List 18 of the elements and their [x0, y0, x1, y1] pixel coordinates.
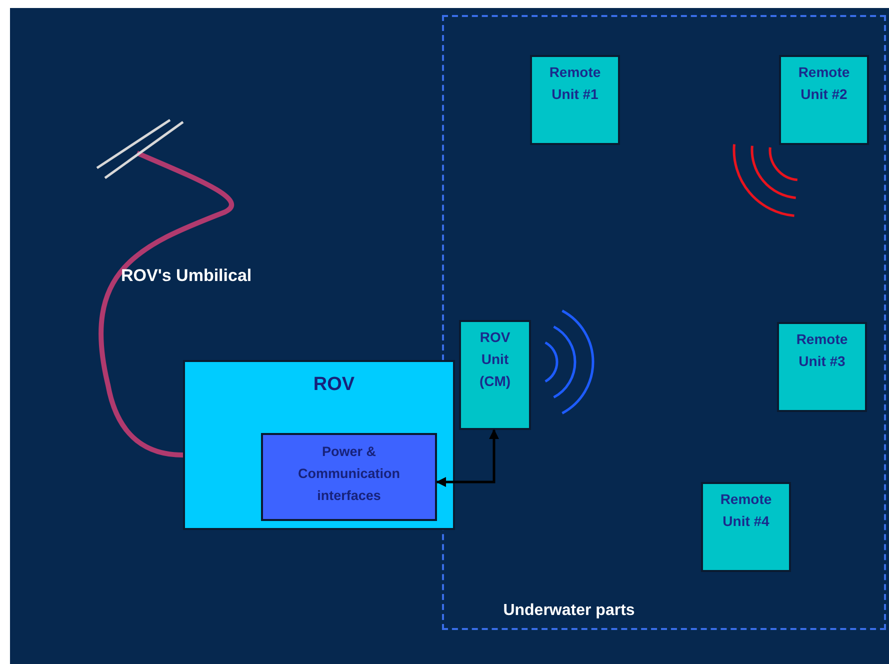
arrow — [436, 429, 499, 487]
box-label: Remote Unit #3 — [795, 330, 849, 371]
region-boundary — [442, 15, 886, 630]
umbilical-cable — [98, 150, 234, 458]
box-label: Remote Unit #2 — [797, 63, 851, 104]
edge-label: ROV's Umbilical — [121, 266, 252, 286]
unit-box — [459, 320, 531, 430]
box-title: ROV — [312, 374, 356, 396]
box-label: Remote Unit #1 — [548, 63, 602, 104]
box-label: ROV Unit (CM) — [478, 328, 512, 391]
box-label: Power & Communication interfaces — [261, 433, 437, 521]
unit-box — [701, 482, 791, 572]
box-label: Remote Unit #4 — [719, 490, 773, 531]
region-label: Underwater parts — [502, 602, 636, 620]
unit-box — [530, 55, 620, 145]
unit-box — [779, 55, 869, 145]
unit-box — [777, 322, 867, 412]
rov-box — [183, 360, 455, 530]
